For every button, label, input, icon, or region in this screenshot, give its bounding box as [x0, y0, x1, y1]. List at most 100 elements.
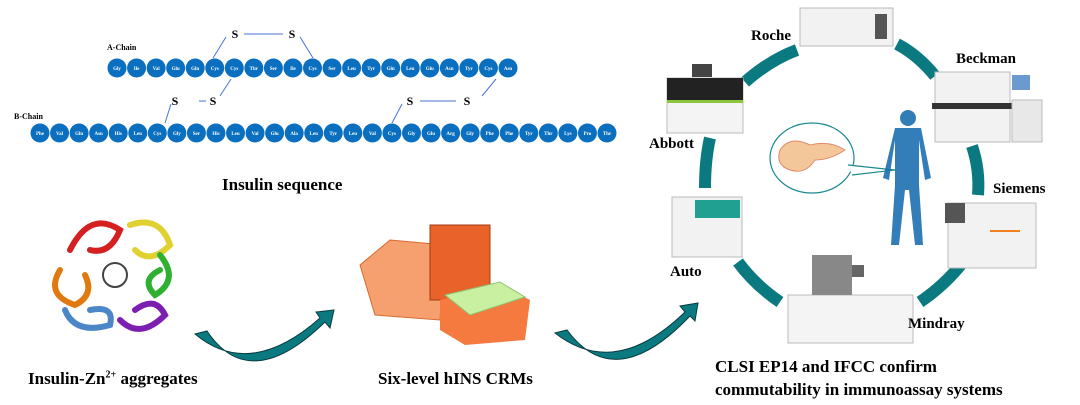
sulfur-labels: S S S S S S	[172, 27, 471, 108]
label-auto: Auto	[670, 264, 702, 280]
residue-label: Asn	[504, 67, 513, 72]
conclusion-line-1: CLSI EP14 and IFCC confirm	[715, 357, 937, 376]
residue-circle	[265, 123, 285, 143]
sulfur-label: S	[407, 94, 414, 108]
residue-circle	[401, 123, 421, 143]
residue-label: Cys	[484, 67, 492, 72]
residue-circle	[441, 123, 461, 143]
instrument-auto	[671, 196, 743, 258]
residue-label: Val	[252, 132, 260, 137]
conclusion-line-2: commutability in immunoassay systems	[715, 380, 1003, 399]
residue-circle	[499, 123, 519, 143]
residue-circle	[361, 58, 381, 78]
residue-circle	[498, 58, 518, 78]
instrument-beckman	[932, 71, 1043, 143]
residue-label: Ser	[270, 67, 278, 72]
residue-label: Thr	[250, 67, 259, 72]
residue-label: Cys	[153, 132, 161, 137]
crms-caption: Six-level hINS CRMs	[378, 369, 533, 388]
label-siemens: Siemens	[993, 181, 1046, 197]
cycle-arrow	[699, 136, 716, 189]
residue-circle	[322, 58, 342, 78]
sulfur-label: S	[232, 27, 239, 41]
residue-circle	[89, 123, 109, 143]
aggregates-text: Insulin-Zn	[28, 369, 106, 388]
residue-label: Gly	[113, 67, 121, 72]
residue-label: Leu	[347, 67, 356, 72]
residue-label: Leu	[406, 67, 415, 72]
residue-circle	[382, 123, 402, 143]
residue-label: Glu	[427, 132, 435, 137]
residue-label: Gly	[466, 132, 474, 137]
residue-label: Gln	[191, 67, 199, 72]
residue-label: Leu	[310, 132, 319, 137]
residue-circle	[205, 58, 225, 78]
residue-label: Ile	[290, 67, 296, 72]
pancreas-callout	[769, 122, 896, 194]
residue-label: Gly	[173, 132, 181, 137]
residue-label: Leu	[231, 132, 240, 137]
residue-circle	[283, 58, 303, 78]
residue-circle	[460, 123, 480, 143]
residue-circle	[381, 58, 401, 78]
sulfur-label: S	[289, 27, 296, 41]
b-chain-label: B-Chain	[14, 112, 43, 121]
residue-circle	[166, 58, 186, 78]
residue-circle	[263, 58, 283, 78]
residue-label: Cys	[388, 132, 396, 137]
residue-label: Ile	[134, 67, 140, 72]
residue-label: Thr	[544, 132, 553, 137]
residue-circle	[303, 58, 322, 78]
sulfur-label: S	[210, 94, 217, 108]
residue-label: Tyr	[329, 132, 337, 137]
residue-circle	[206, 123, 226, 143]
a-chain-label: A-Chain	[107, 43, 137, 52]
residue-label: Val	[56, 132, 64, 137]
sulfur-label: S	[464, 94, 471, 108]
residue-circle	[226, 123, 246, 143]
residue-label: Thr	[603, 132, 612, 137]
disulfide-bonds	[164, 33, 497, 124]
residue-label: Phe	[36, 132, 45, 137]
residue-circle	[30, 123, 50, 143]
charge-superscript: 2+	[105, 369, 117, 381]
residue-circle	[343, 123, 363, 143]
label-abbott: Abbott	[649, 136, 695, 152]
cycle-arrow	[966, 144, 985, 196]
residue-circle	[146, 58, 166, 78]
residue-label: Phe	[486, 132, 495, 137]
residue-label: Cys	[230, 67, 238, 72]
cycle-arrow	[894, 38, 940, 80]
process-arrow	[553, 302, 699, 360]
residue-circle	[224, 58, 244, 78]
process-arrow	[193, 309, 335, 362]
residue-label: Tyr	[525, 132, 533, 137]
residue-label: Ser	[193, 132, 201, 137]
instrument-roche	[799, 7, 894, 47]
residue-label: Glu	[172, 67, 180, 72]
sulfur-label: S	[172, 94, 179, 108]
residue-label: Cys	[308, 67, 316, 72]
residue-label: Ala	[290, 132, 298, 137]
residue-circle	[127, 58, 147, 78]
residue-circle	[186, 123, 206, 143]
aggregates-caption: Insulin-Zn2+ aggregates	[28, 369, 198, 389]
insulin-zn-aggregate-image	[52, 219, 174, 332]
residue-circle	[167, 123, 187, 143]
residue-label: Phe	[505, 132, 514, 137]
residue-label: Leu	[134, 132, 143, 137]
crm-vial-boxes-image	[359, 224, 530, 345]
residue-circle	[284, 123, 304, 143]
residue-circle	[304, 123, 324, 143]
residue-label: Arg	[446, 132, 455, 137]
residue-label: Leu	[349, 132, 358, 137]
residue-circle	[519, 123, 539, 143]
instrument-mindray	[787, 255, 914, 344]
insulin-sequence-caption: Insulin sequence	[222, 175, 343, 194]
residue-circle	[185, 58, 205, 78]
cycle-arrow	[733, 258, 784, 307]
aggregates-text-rest: aggregates	[116, 369, 198, 388]
residue-label: Ser	[328, 67, 336, 72]
residue-label: Asn	[445, 67, 454, 72]
